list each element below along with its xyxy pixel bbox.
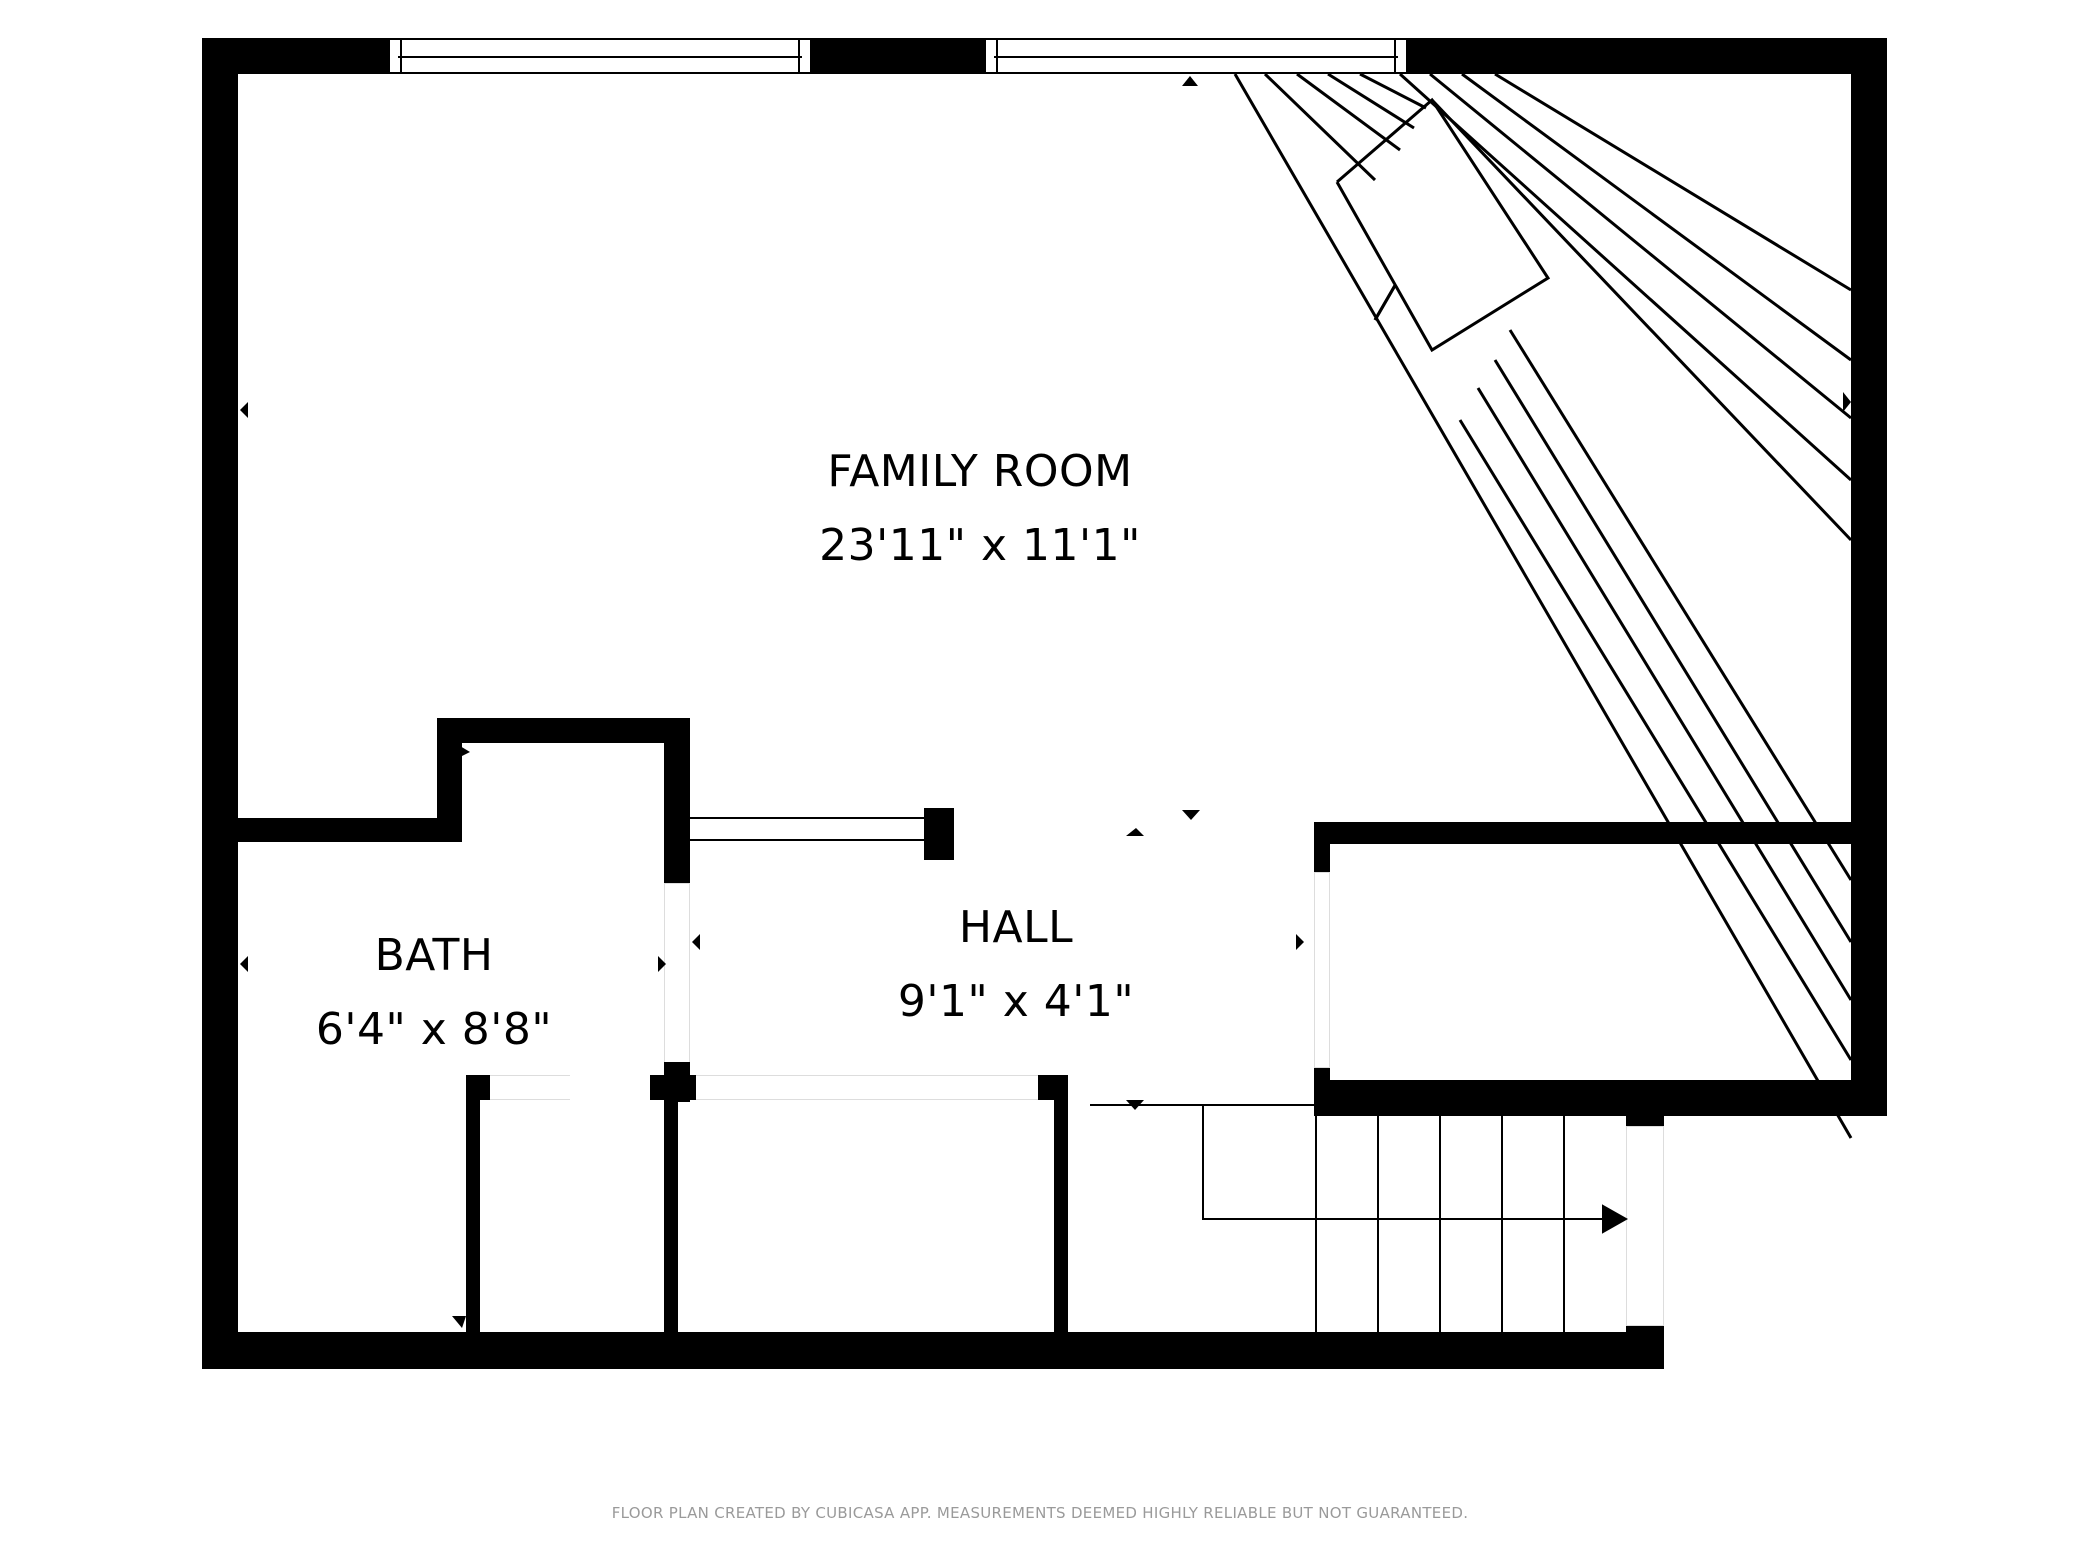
wall-closet2-right bbox=[1054, 1075, 1068, 1345]
room-label-bath: BATH 6'4" x 8'8" bbox=[284, 930, 584, 1056]
wall-closet-divider bbox=[664, 1062, 678, 1345]
wall-bath-right-upper bbox=[664, 718, 690, 883]
stairs-icon bbox=[1090, 1104, 1629, 1332]
bath-doorway[interactable] bbox=[664, 883, 690, 1063]
wall-storage-left-upper bbox=[1314, 822, 1330, 872]
storage-doorway[interactable] bbox=[1314, 872, 1330, 1068]
room-label-family-room: FAMILY ROOM 23'11" x 11'1" bbox=[780, 446, 1180, 572]
wall-top-middle bbox=[812, 38, 986, 74]
wall-bath-top-left bbox=[202, 818, 462, 842]
wall-stair-right-lower bbox=[1626, 1326, 1664, 1369]
wall-storage-top bbox=[1314, 822, 1887, 844]
room-name: BATH bbox=[374, 930, 494, 981]
disclaimer-footer: FLOOR PLAN CREATED BY CUBICASA APP. MEAS… bbox=[611, 1504, 1469, 1522]
closet2-doorway[interactable] bbox=[696, 1075, 1040, 1100]
room-dimensions: 23'11" x 11'1" bbox=[819, 520, 1141, 571]
wall-storage-bottom bbox=[1314, 1080, 1887, 1116]
wall-top-right bbox=[1405, 38, 1887, 74]
column bbox=[924, 808, 954, 860]
fireplace-icon bbox=[1233, 72, 1853, 1139]
wall-stair-right-upper bbox=[1626, 1104, 1664, 1126]
wall-left bbox=[202, 38, 238, 1369]
window-top-right bbox=[984, 38, 1408, 74]
room-dimensions: 9'1" x 4'1" bbox=[897, 976, 1135, 1027]
stair-exit-doorway[interactable] bbox=[1626, 1126, 1664, 1326]
closet1-doorway[interactable] bbox=[490, 1075, 570, 1100]
room-dimensions: 6'4" x 8'8" bbox=[315, 1004, 553, 1055]
room-label-hall: HALL 9'1" x 4'1" bbox=[866, 902, 1166, 1028]
wall-bath-top bbox=[437, 718, 690, 743]
window-top-left bbox=[388, 38, 812, 74]
wall-right bbox=[1851, 38, 1887, 1116]
wall-bottom bbox=[202, 1332, 1664, 1369]
room-name: HALL bbox=[958, 902, 1074, 953]
dimension-markers bbox=[240, 76, 1851, 1328]
half-wall-railing bbox=[690, 817, 924, 841]
wall-closet1-left bbox=[466, 1075, 480, 1345]
room-name: FAMILY ROOM bbox=[827, 446, 1133, 497]
